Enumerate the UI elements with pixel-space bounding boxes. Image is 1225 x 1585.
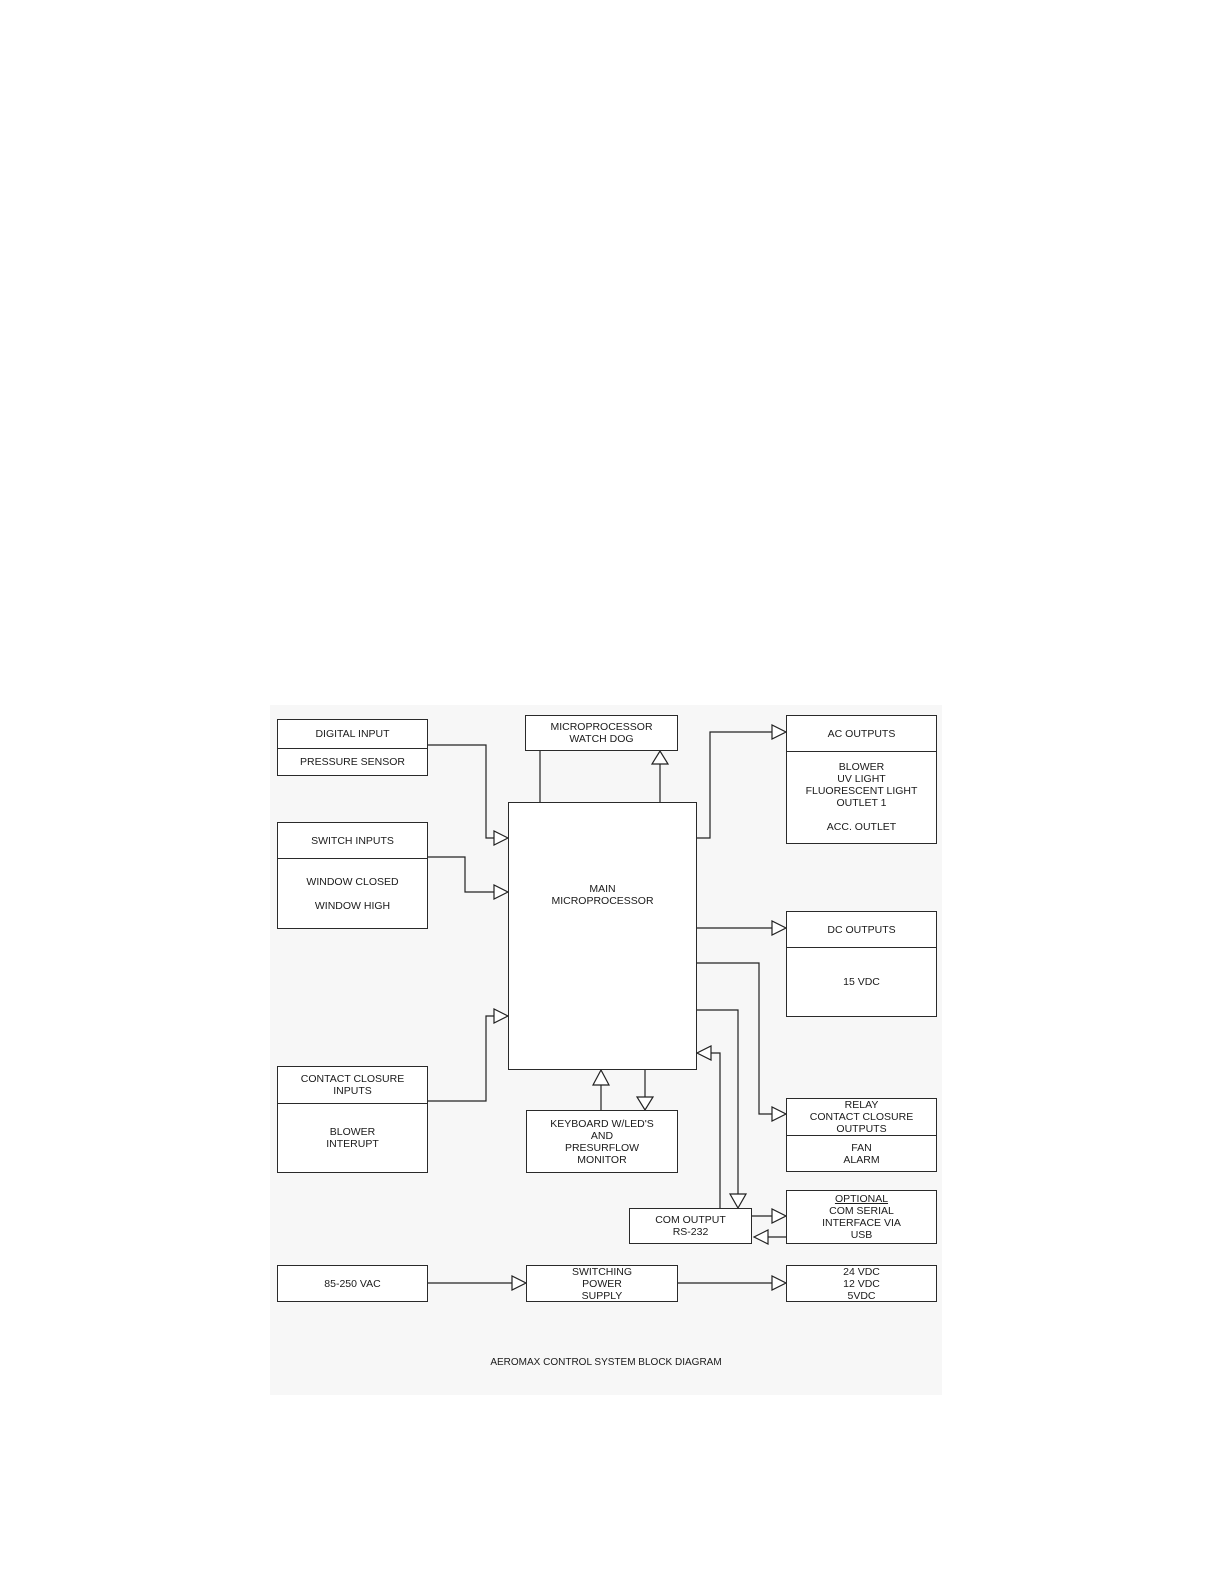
relay-header-3: OUTPUTS — [836, 1123, 887, 1135]
com-output-line-2: RS-232 — [672, 1226, 709, 1238]
power-supply-block: SWITCHING POWER SUPPLY — [526, 1265, 678, 1302]
arrow-relay-outputs — [771, 1106, 788, 1122]
ac-input-block: 85-250 VAC — [277, 1265, 428, 1302]
wire-ac-outputs — [697, 731, 772, 839]
arrow-com-to-main — [695, 1045, 712, 1061]
ac-outlet-1-label: OUTLET 1 — [836, 797, 887, 809]
keyboard-block: KEYBOARD W/LED'S AND PRESURFLOW MONITOR — [526, 1110, 678, 1173]
main-micro-line-2: MICROPROCESSOR — [551, 895, 654, 907]
arrow-com-out — [728, 1193, 748, 1210]
arrow-usb-to-com — [752, 1229, 769, 1245]
relay-header-1: RELAY — [844, 1099, 879, 1111]
ac-fluorescent-label: FLUORESCENT LIGHT — [805, 785, 918, 797]
blower-label: BLOWER — [329, 1126, 376, 1138]
arrow-ac-in — [511, 1275, 528, 1291]
arrow-keyboard-to-main — [592, 1068, 610, 1086]
arrow-digital-input — [493, 830, 510, 846]
power-supply-line-1: SWITCHING — [571, 1265, 633, 1278]
com-output-block: COM OUTPUT RS-232 — [629, 1208, 752, 1244]
arrow-switch-inputs — [493, 884, 510, 900]
ac-blower-label: BLOWER — [838, 761, 885, 773]
arrow-dc-rails — [771, 1275, 788, 1291]
arrow-ac-outputs — [771, 724, 788, 740]
dc-15vdc-label: 15 VDC — [843, 976, 880, 988]
wire-switch-inputs — [428, 856, 494, 893]
window-closed-label: WINDOW CLOSED — [306, 875, 399, 888]
rail-24vdc-label: 24 VDC — [843, 1265, 880, 1278]
watchdog-line-2: WATCH DOG — [569, 733, 634, 745]
diagram-caption: AEROMAX CONTROL SYSTEM BLOCK DIAGRAM — [490, 1357, 722, 1368]
switch-inputs-block: SWITCH INPUTS WINDOW CLOSED WINDOW HIGH — [277, 822, 428, 929]
arrow-contact-closure — [493, 1008, 510, 1024]
arrow-dc-outputs — [771, 920, 788, 936]
power-supply-line-2: POWER — [582, 1277, 622, 1290]
main-micro-line-1: MAIN — [589, 883, 616, 895]
wire-relay-outputs — [697, 962, 772, 1115]
dc-outputs-block: DC OUTPUTS 15 VDC — [786, 911, 937, 1017]
wire-com-out — [697, 1009, 739, 1194]
dc-rails-block: 24 VDC 12 VDC 5VDC — [786, 1265, 937, 1302]
ac-uv-light-label: UV LIGHT — [837, 773, 886, 785]
pressure-sensor-label: PRESSURE SENSOR — [299, 756, 406, 768]
rail-5vdc-label: 5VDC — [847, 1289, 876, 1302]
contact-closure-inputs-block: CONTACT CLOSURE INPUTS BLOWER INTERUPT — [277, 1066, 428, 1173]
main-microprocessor-block: MAIN MICROPROCESSOR — [508, 802, 697, 1070]
relay-alarm-label: ALARM — [843, 1153, 880, 1166]
arrow-main-to-watchdog — [650, 749, 670, 765]
keyboard-line-1: KEYBOARD W/LED'S — [550, 1117, 654, 1130]
optional-usb-block: OPTIONAL COM SERIAL INTERFACE VIA USB — [786, 1190, 937, 1244]
digital-input-block: DIGITAL INPUT PRESSURE SENSOR — [277, 719, 428, 776]
switch-inputs-header: SWITCH INPUTS — [278, 823, 427, 859]
ac-outputs-header: AC OUTPUTS — [787, 716, 936, 752]
ac-acc-outlet-label: ACC. OUTLET — [826, 821, 897, 833]
contact-closure-header-2: INPUTS — [333, 1085, 372, 1097]
keyboard-line-3: PRESURFLOW — [564, 1141, 640, 1154]
keyboard-line-2: AND — [590, 1129, 614, 1142]
interface-via-label: INTERFACE VIA — [822, 1217, 901, 1229]
wire-digital-input — [428, 744, 494, 839]
wire-contact-closure — [428, 1015, 494, 1102]
arrow-main-to-keyboard — [635, 1096, 655, 1112]
com-output-line-1: COM OUTPUT — [655, 1214, 726, 1226]
relay-outputs-block: RELAY CONTACT CLOSURE OUTPUTS FAN ALARM — [786, 1098, 937, 1172]
relay-fan-label: FAN — [851, 1141, 872, 1154]
rail-12vdc-label: 12 VDC — [843, 1277, 880, 1290]
keyboard-line-4: MONITOR — [577, 1153, 627, 1166]
relay-header-2: CONTACT CLOSURE — [809, 1111, 914, 1123]
ac-input-label: 85-250 VAC — [324, 1277, 381, 1290]
interupt-label: INTERUPT — [326, 1138, 379, 1150]
usb-label: USB — [850, 1229, 873, 1241]
ac-outputs-block: AC OUTPUTS BLOWER UV LIGHT FLUORESCENT L… — [786, 715, 937, 844]
power-supply-line-3: SUPPLY — [581, 1289, 623, 1302]
digital-input-header: DIGITAL INPUT — [278, 720, 427, 749]
watchdog-line-1: MICROPROCESSOR — [550, 721, 653, 733]
watchdog-block: MICROPROCESSOR WATCH DOG — [525, 715, 678, 751]
contact-closure-header-1: CONTACT CLOSURE — [300, 1073, 405, 1085]
dc-outputs-header: DC OUTPUTS — [787, 912, 936, 948]
arrow-com-to-usb — [771, 1208, 788, 1224]
optional-label: OPTIONAL — [834, 1193, 889, 1205]
window-high-label: WINDOW HIGH — [314, 899, 391, 912]
com-serial-label: COM SERIAL — [829, 1205, 894, 1217]
wire-com-in — [711, 1052, 721, 1208]
